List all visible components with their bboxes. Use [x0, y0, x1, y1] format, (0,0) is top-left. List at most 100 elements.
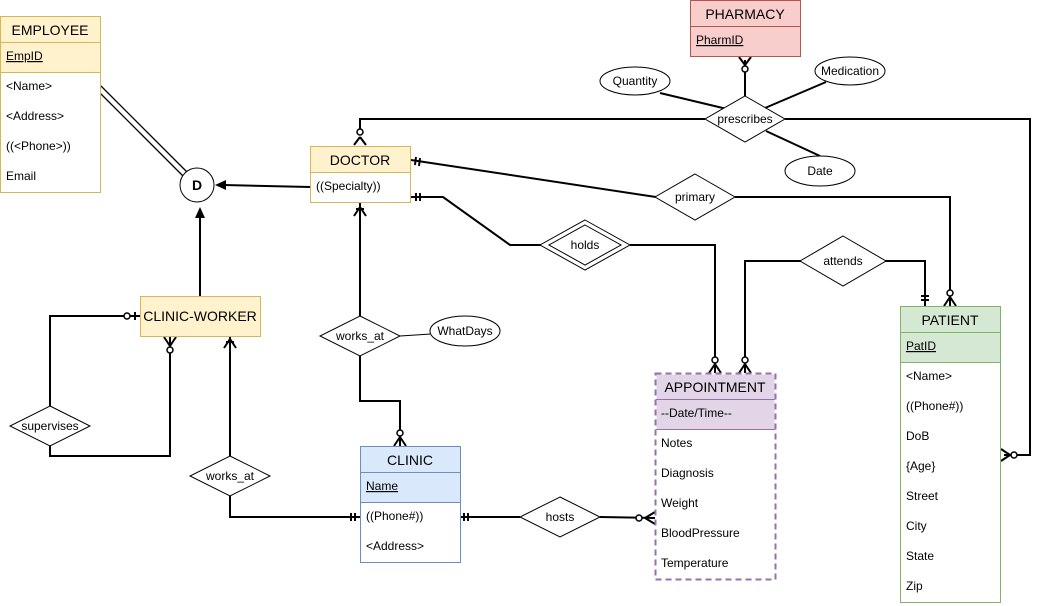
disjoint-specialization[interactable]: D — [179, 167, 215, 203]
entity-attr: {Age} — [906, 459, 935, 473]
employee-isa-line-b — [97, 90, 184, 177]
prescribes-doctor-line — [359, 118, 705, 134]
entity-title: PHARMACY — [705, 6, 785, 22]
doctor-isa-line — [223, 184, 311, 188]
attribute-label: Quantity — [613, 74, 658, 88]
entity-attr: Street — [906, 489, 939, 503]
entity-key: EmpID — [6, 49, 43, 63]
hosts-appointment-crow-t — [644, 511, 656, 519]
supervises-bottom-crow-r — [169, 336, 177, 347]
quantity-link — [659, 92, 728, 110]
works-at-clinic-line — [359, 356, 401, 446]
relationship-holds[interactable]: holds — [538, 219, 632, 271]
attends-patient-line — [885, 260, 926, 306]
attends-appointment-line — [744, 260, 801, 373]
doctor-isa-arrow — [215, 180, 226, 190]
supervises-line-top — [49, 315, 140, 406]
attribute-label: WhatDays — [437, 324, 492, 338]
entity-attr: ((Phone#)) — [906, 399, 963, 413]
entity-key: PharmID — [696, 33, 744, 47]
entity-attr: Notes — [661, 436, 692, 450]
entity-attr: ((Specialty)) — [316, 179, 381, 193]
works-at-doctor-crow-r — [359, 206, 367, 217]
entity-attr: ((Phone#)) — [366, 509, 423, 523]
entity-attr: Diagnosis — [661, 466, 714, 480]
primary-doctor-bar-1 — [414, 156, 417, 166]
relationship-supervises[interactable]: supervises — [8, 405, 92, 447]
relationship-hosts[interactable]: hosts — [518, 496, 602, 538]
hosts-appointment-crow-b — [644, 517, 656, 525]
relationship-label: works_at — [335, 329, 385, 343]
works-at-worker-crow-r — [229, 338, 237, 349]
entity-attr: Zip — [906, 579, 923, 593]
works-at-worker-clinic-line — [229, 496, 360, 518]
relationship-attends[interactable]: attends — [799, 235, 887, 287]
relationship-works-at-worker[interactable]: works_at — [188, 455, 272, 497]
employee-isa-line-a — [100, 85, 189, 174]
holds-appointment-crow-l — [708, 363, 716, 374]
connectors — [49, 56, 1031, 525]
attribute-medication[interactable]: Medication — [814, 56, 886, 86]
medication-link — [764, 81, 827, 109]
entity-pharmacy[interactable]: PHARMACY PharmID — [690, 0, 801, 57]
entity-patient[interactable]: PATIENT PatID <Name> ((Phone#)) DoB {Age… — [900, 306, 1001, 603]
works-at-clinic-crow-r — [399, 436, 407, 447]
entity-key: Name — [366, 479, 398, 493]
holds-appointment-line — [630, 244, 716, 373]
prescribes-pharmacy-circle — [741, 65, 749, 73]
works-at-clinic-circle — [396, 429, 404, 437]
supervises-top-circle — [123, 312, 131, 320]
prescribes-patient-crow-b — [1000, 454, 1011, 462]
primary-patient-crow-l — [943, 296, 951, 307]
works-at-doctor-crow-l — [353, 206, 361, 217]
primary-patient-circle — [946, 289, 954, 297]
relationship-label: primary — [675, 190, 715, 204]
entity-title: CLINIC-WORKER — [143, 308, 257, 324]
attribute-date[interactable]: Date — [784, 155, 856, 187]
relationship-prescribes[interactable]: prescribes — [703, 95, 787, 143]
entity-title: EMPLOYEE — [11, 22, 88, 38]
attribute-whatdays[interactable]: WhatDays — [429, 315, 501, 347]
supervises-line-bottom — [49, 337, 171, 457]
entity-attr: Email — [6, 169, 36, 183]
supervises-bottom-crow-l — [163, 336, 171, 347]
entity-attr: Temperature — [661, 556, 729, 570]
entity-title: CLINIC — [387, 452, 433, 468]
relationship-label: prescribes — [717, 112, 772, 126]
entity-doctor[interactable]: DOCTOR ((Specialty)) — [310, 146, 411, 203]
attends-appointment-circle — [741, 356, 749, 364]
holds-doctor-line — [411, 196, 541, 246]
entity-attr: State — [906, 549, 934, 563]
attends-appointment-crow-l — [738, 363, 746, 374]
entity-attr: <Name> — [906, 369, 952, 383]
attribute-label: Medication — [821, 64, 879, 78]
disjoint-label: D — [192, 177, 202, 193]
prescribes-doctor-circle — [356, 128, 364, 136]
entity-title: APPOINTMENT — [664, 379, 766, 395]
primary-patient-crow-r — [949, 296, 957, 307]
attribute-quantity[interactable]: Quantity — [599, 66, 671, 96]
holds-appointment-crow-r — [714, 363, 722, 374]
relationship-label: holds — [571, 238, 600, 252]
entity-title: PATIENT — [921, 312, 978, 328]
entity-clinic[interactable]: CLINIC Name ((Phone#)) <Address> — [360, 446, 461, 563]
prescribes-patient-circle — [1010, 451, 1018, 459]
entity-attr: <Address> — [366, 539, 424, 553]
entity-attr: <Address> — [6, 109, 64, 123]
primary-doctor-line — [410, 159, 657, 198]
date-link — [765, 130, 821, 157]
holds-appointment-circle — [711, 356, 719, 364]
entity-attr: DoB — [906, 429, 929, 443]
entity-clinic-worker[interactable]: CLINIC-WORKER — [140, 296, 261, 337]
entity-employee[interactable]: EMPLOYEE EmpID <Name> <Address> ((<Phone… — [0, 16, 101, 193]
relationship-works-at-doctor[interactable]: works_at — [318, 315, 402, 357]
hosts-appointment-circle — [635, 514, 643, 522]
entity-attr: BloodPressure — [661, 526, 740, 540]
entity-attr: Weight — [661, 496, 699, 510]
entity-attr: City — [906, 519, 927, 533]
prescribes-patient-crow-t — [1000, 448, 1011, 456]
entity-appointment[interactable]: APPOINTMENT --Date/Time-- Notes Diagnosi… — [654, 372, 777, 581]
relationship-primary[interactable]: primary — [653, 173, 737, 221]
prescribes-doctor-crow-r — [359, 136, 367, 146]
